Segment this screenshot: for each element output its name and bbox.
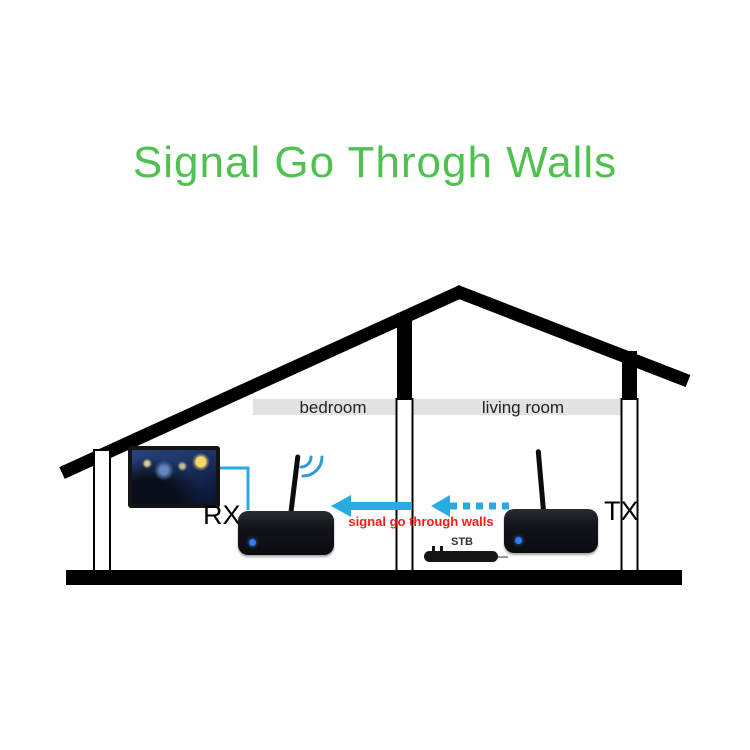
floor [66, 570, 682, 585]
tv-cable [218, 466, 250, 510]
tx-transmitter-box [504, 509, 598, 553]
stb-antenna-stub [432, 546, 435, 552]
center-wall-upper [397, 313, 412, 400]
right-wall-upper [622, 351, 637, 400]
page-title: Signal Go Throgh Walls [132, 138, 618, 187]
left-wall-column [93, 449, 111, 573]
living-room-label: living room [481, 398, 565, 417]
rx-led-indicator [249, 539, 256, 546]
rx-receiver-box [238, 511, 334, 555]
wifi-signal-icon [299, 455, 324, 478]
tx-led-indicator [515, 537, 522, 544]
left-arrow-solid-icon [331, 495, 412, 517]
tx-label: TX [604, 496, 639, 526]
rx-label: RX [203, 500, 241, 530]
bedroom-label: bedroom [299, 398, 367, 417]
right-wall-column [620, 398, 639, 573]
roof-left-slope [59, 285, 465, 479]
stb-device [424, 546, 498, 562]
tv [128, 446, 220, 508]
left-arrow-dashed-icon [431, 495, 510, 517]
tv-screen-painting [132, 450, 216, 504]
roof-right-slope [453, 284, 691, 388]
center-wall-column [395, 398, 414, 573]
signal-through-walls-label: signal go through walls [348, 514, 494, 529]
ceiling-band [253, 399, 621, 415]
stb-label: STB [451, 536, 473, 548]
stb-antenna-stub [440, 546, 443, 552]
